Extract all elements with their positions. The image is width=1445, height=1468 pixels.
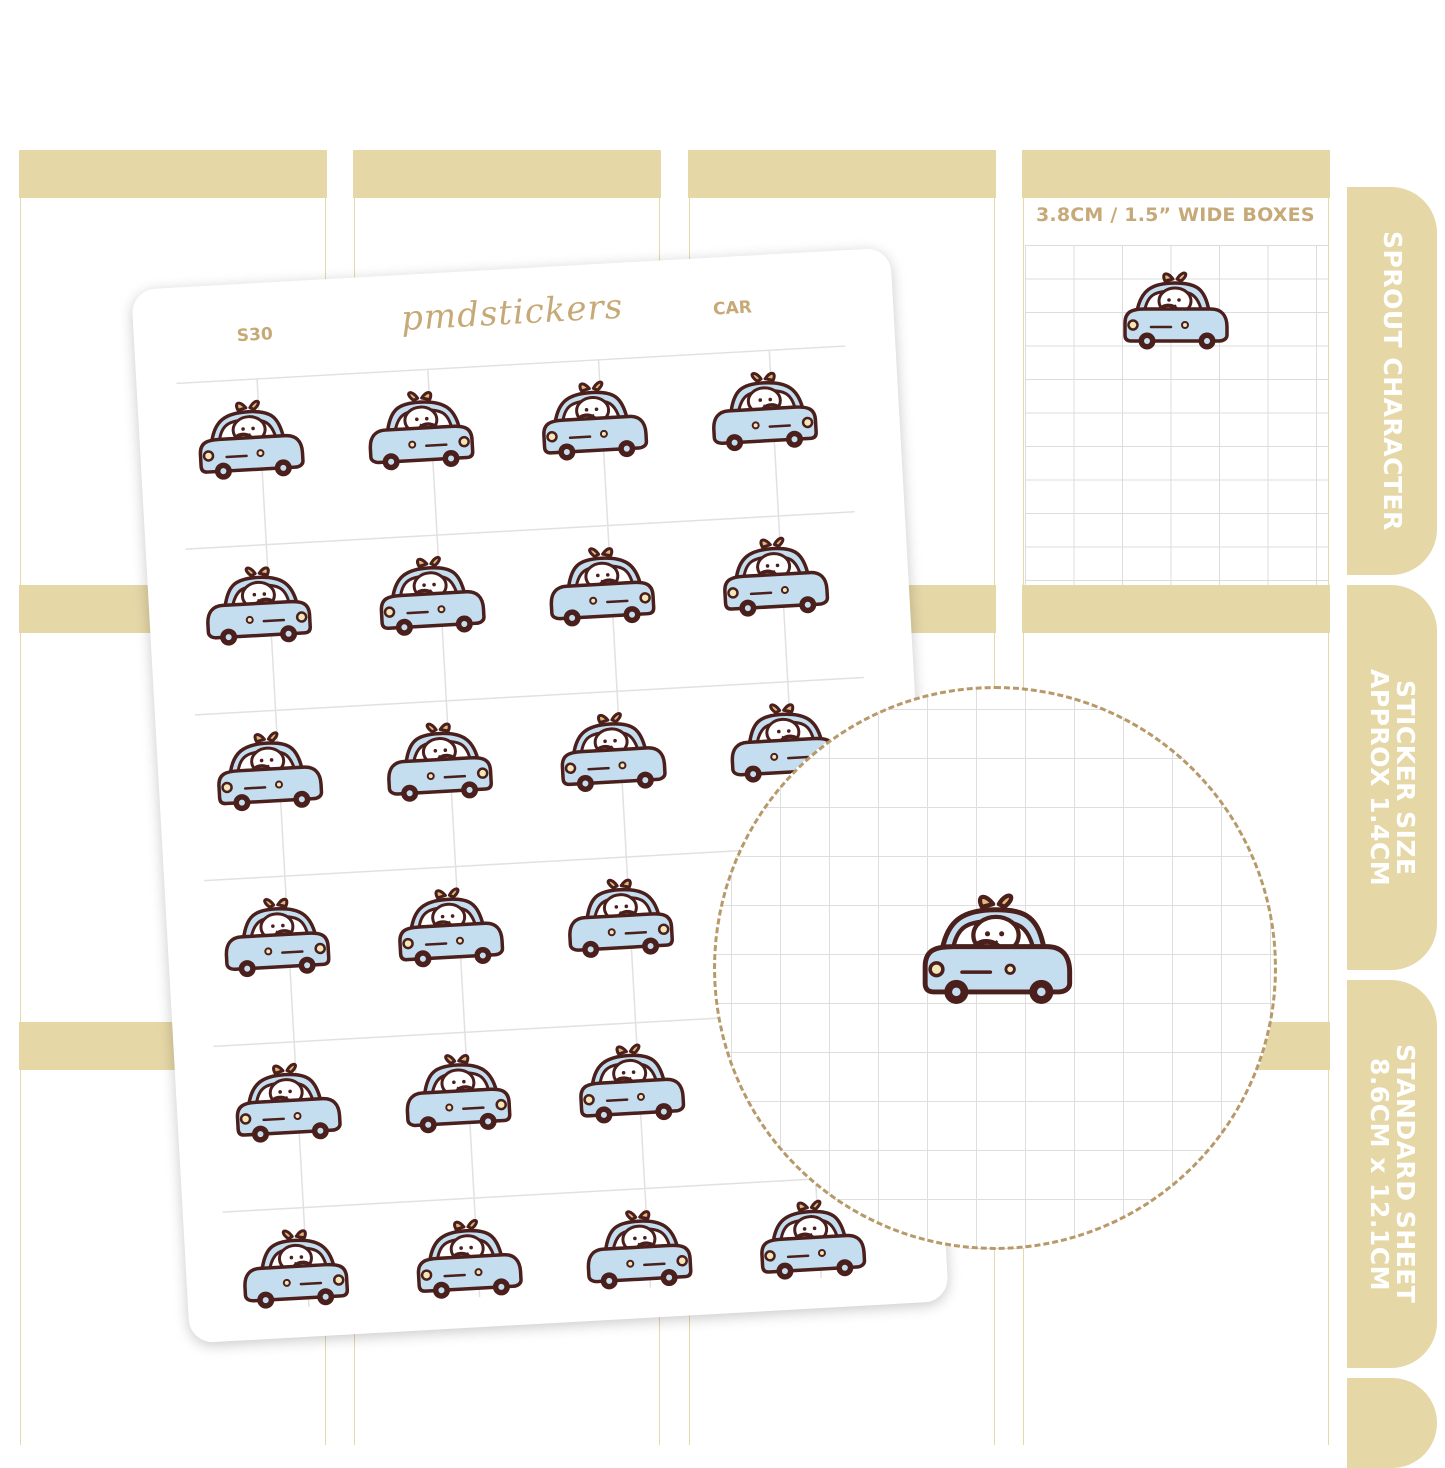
sprout-car-icon [203,562,313,649]
sprout-car-icon [195,397,306,483]
side-tab-sheet-size: STANDARD SHEET 8.6CM x 12.1CM [1347,980,1437,1368]
sprout-car-icon [402,1050,513,1137]
sprout-car-icon [395,884,506,971]
sheet-name: CAR [712,297,753,320]
sprout-car-icon [576,1040,687,1127]
column-header-band [353,150,661,198]
column-divider-band [1022,585,1330,633]
sprout-car-icon [240,1225,350,1312]
sprout-car-icon [214,728,325,815]
brand-logo: pmdstickers [400,286,625,339]
box-size-label: 3.8CM / 1.5” WIDE BOXES [1036,204,1315,226]
side-tab-sticker-size: STICKER SIZE APPROX 1.4CM [1347,585,1437,970]
sprout-car-icon [384,719,494,805]
sprout-car-icon [221,894,332,980]
sprout-car-icon [911,884,1081,1012]
side-tab-extra [1347,1378,1437,1468]
column-header-band [688,150,996,198]
sheet-code: S30 [236,324,274,347]
sprout-car-icon [720,534,830,620]
sprout-car-icon [1123,271,1229,352]
sprout-car-icon [565,875,675,961]
sprout-car-icon [709,368,819,454]
side-tab-character: SPROUT CHARACTER [1347,187,1437,575]
sprout-car-icon [539,377,649,464]
column-header-band [19,150,327,198]
sprout-car-icon [232,1060,343,1146]
tab-label: STANDARD SHEET 8.6CM x 12.1CM [1365,1044,1420,1304]
sprout-car-icon [557,709,668,795]
sprout-car-icon [583,1206,694,1293]
sprout-car-icon [365,387,476,474]
tab-label: SPROUT CHARACTER [1378,231,1407,531]
sprout-car-icon [546,543,657,630]
column-header-band [1022,150,1330,198]
sprout-car-icon [376,553,487,639]
sprout-car-icon [413,1216,524,1302]
tab-label: STICKER SIZE APPROX 1.4CM [1365,668,1420,887]
zoom-magnifier [713,686,1277,1250]
